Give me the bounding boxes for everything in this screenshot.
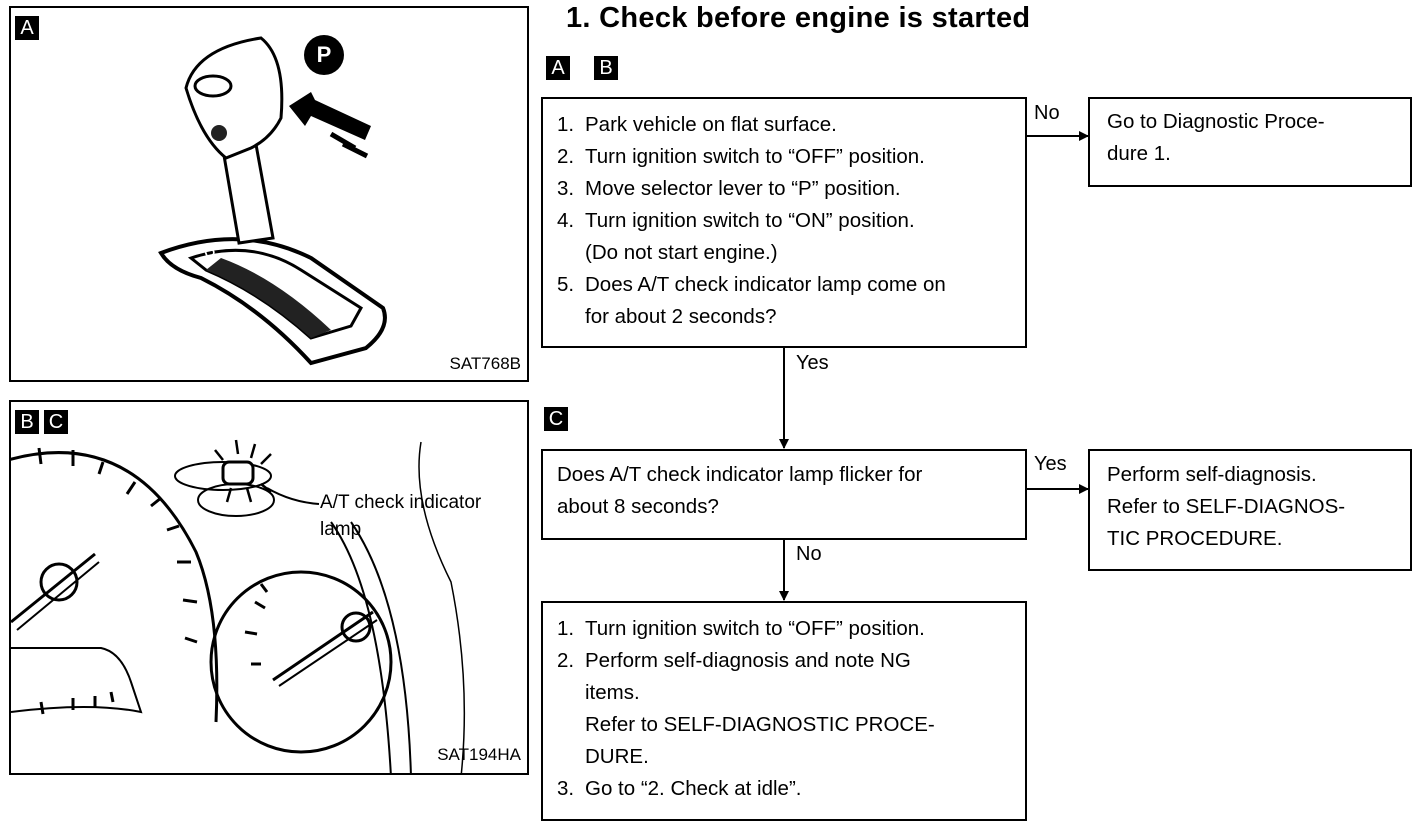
figure-a-selector-lever: A P P SAT768B	[9, 6, 529, 382]
figure-c-tag: C	[44, 410, 68, 434]
list-item-continuation: for about 2 seconds?	[585, 305, 777, 328]
list-item: 1.Park vehicle on flat surface.	[557, 113, 837, 136]
page-title: 1. Check before engine is started	[566, 2, 1031, 34]
box-line: about 8 seconds?	[557, 495, 719, 518]
check-steps-list: 1.Park vehicle on flat surface. 2.Turn i…	[557, 109, 1025, 333]
flow-tag-c: C	[544, 407, 568, 431]
list-item: 2.Turn ignition switch to “OFF” position…	[557, 145, 925, 168]
figure-a-tag: A	[15, 16, 39, 40]
box-line: dure 1.	[1107, 142, 1171, 165]
box-line: Does A/T check indicator lamp flicker fo…	[557, 463, 923, 486]
yes-label-2: Yes	[1034, 453, 1067, 475]
check-steps-box: 1.Park vehicle on flat surface. 2.Turn i…	[541, 97, 1027, 348]
no-label-1: No	[1034, 102, 1060, 124]
list-item: 5.Does A/T check indicator lamp come on	[557, 273, 946, 296]
list-item: 4.Turn ignition switch to “ON” position.	[557, 209, 915, 232]
flicker-question-box: Does A/T check indicator lamp flicker fo…	[541, 449, 1027, 540]
flow-tag-b: B	[594, 56, 618, 80]
lamp-label-line2: lamp	[320, 519, 362, 540]
instrument-cluster-illustration	[11, 439, 466, 773]
figure-bc-instrument-cluster: B C	[9, 400, 529, 775]
go-to-diagnostic-box: Go to Diagnostic Proce- dure 1.	[1088, 97, 1412, 187]
box-line: Refer to SELF-DIAGNOS-	[1107, 495, 1346, 518]
box-line: Go to Diagnostic Proce-	[1107, 110, 1325, 133]
figure-a-code: SAT768B	[449, 354, 521, 373]
list-item: 3.Move selector lever to “P” position.	[557, 177, 901, 200]
self-diagnosis-box: Perform self-diagnosis. Refer to SELF-DI…	[1088, 449, 1412, 571]
final-steps-box: 1.Turn ignition switch to “OFF” position…	[541, 601, 1027, 821]
figure-b-tag: B	[15, 410, 39, 434]
box-line: Perform self-diagnosis.	[1107, 463, 1317, 486]
list-item-continuation: DURE.	[585, 745, 649, 768]
lamp-label-line1: A/T check indicator	[320, 492, 482, 513]
selector-lever-illustration: P	[158, 35, 387, 366]
list-item-continuation: (Do not start engine.)	[585, 241, 778, 264]
final-steps-list: 1.Turn ignition switch to “OFF” position…	[557, 613, 1025, 805]
list-item: 1.Turn ignition switch to “OFF” position…	[557, 617, 925, 640]
list-item-continuation: items.	[585, 681, 640, 704]
list-item: 2.Perform self-diagnosis and note NG	[557, 649, 911, 672]
no-label-2: No	[796, 543, 822, 565]
shift-position-label: P	[316, 42, 332, 67]
list-item: 3.Go to “2. Check at idle”.	[557, 777, 802, 800]
list-item-continuation: Refer to SELF-DIAGNOSTIC PROCE-	[585, 713, 935, 736]
yes-label-1: Yes	[796, 352, 829, 374]
flow-tag-a: A	[546, 56, 570, 80]
box-line: TIC PROCEDURE.	[1107, 527, 1283, 550]
figure-bc-code: SAT194HA	[437, 745, 521, 764]
